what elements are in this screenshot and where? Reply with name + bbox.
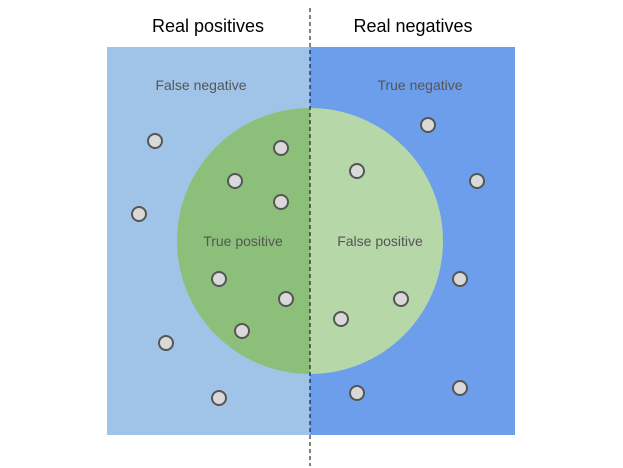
true-positive-point bbox=[273, 140, 289, 156]
real-negatives-heading: Real negatives bbox=[353, 16, 472, 36]
false-negative-point bbox=[147, 133, 163, 149]
false-negative-point bbox=[158, 335, 174, 351]
true-positive-point bbox=[211, 271, 227, 287]
true-positive-point bbox=[227, 173, 243, 189]
false-negative-point bbox=[211, 390, 227, 406]
true-positive-label: True positive bbox=[203, 233, 283, 249]
false-negative-point bbox=[131, 206, 147, 222]
false-positive-point bbox=[333, 311, 349, 327]
true-negative-point bbox=[452, 380, 468, 396]
true-positive-region bbox=[177, 108, 310, 374]
false-positive-point bbox=[349, 163, 365, 179]
real-positives-heading: Real positives bbox=[152, 16, 264, 36]
sample-points bbox=[131, 117, 485, 406]
true-positive-point bbox=[273, 194, 289, 210]
true-negative-point bbox=[452, 271, 468, 287]
false-negative-label: False negative bbox=[155, 77, 246, 93]
true-negative-point bbox=[469, 173, 485, 189]
false-positive-region bbox=[310, 108, 443, 374]
false-positive-label: False positive bbox=[337, 233, 423, 249]
true-negative-point bbox=[420, 117, 436, 133]
true-positive-point bbox=[234, 323, 250, 339]
false-positive-point bbox=[393, 291, 409, 307]
true-negative-point bbox=[349, 385, 365, 401]
true-positive-point bbox=[278, 291, 294, 307]
true-negative-label: True negative bbox=[377, 77, 462, 93]
